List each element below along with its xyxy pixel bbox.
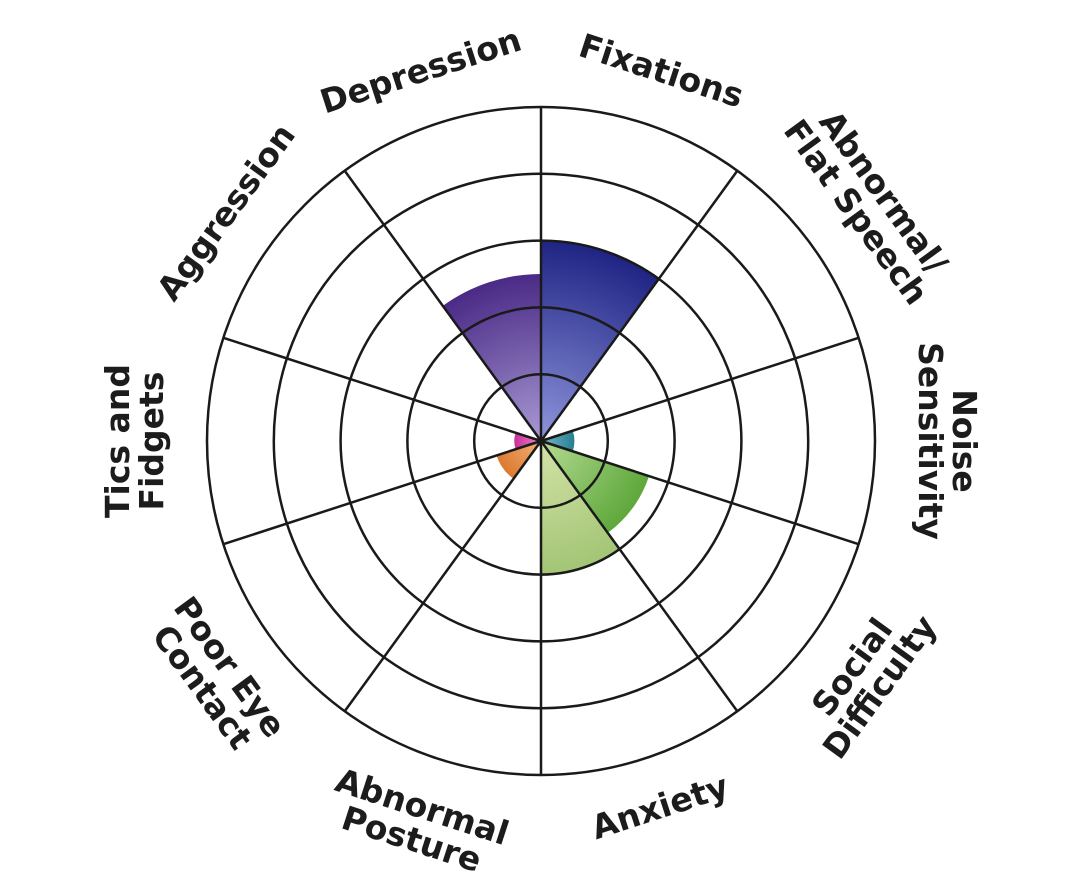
category-label-line: Sensitivity xyxy=(911,342,950,540)
category-label: Abnormal/Flat Speech xyxy=(776,92,964,312)
segment-anxiety xyxy=(541,441,620,575)
label-poor-eye-contact: Poor EyeContact xyxy=(139,589,294,764)
spoke-10 xyxy=(343,170,543,442)
category-label: Poor EyeContact xyxy=(139,589,294,764)
category-label-line: Noise xyxy=(945,389,984,493)
segment-depression xyxy=(442,274,541,441)
segment-noise-sensitivity xyxy=(541,430,575,452)
label-tics-and-fidgets: Tics andFidgets xyxy=(98,364,171,518)
label-fixations: Fixations xyxy=(574,26,748,116)
category-label-line: Anxiety xyxy=(587,766,733,847)
segment-social-difficulty xyxy=(541,441,649,533)
spoke-2 xyxy=(539,170,739,442)
label-noise-sensitivity: NoiseSensitivity xyxy=(911,342,984,540)
label-abnormal-posture: AbnormalPosture xyxy=(320,760,514,876)
spoke-5 xyxy=(539,440,739,712)
segment-tics-and-fidgets xyxy=(514,432,541,450)
spoke-9 xyxy=(222,336,542,443)
category-label-line: Fidgets xyxy=(132,372,171,511)
label-depression: Depression xyxy=(315,20,526,122)
spoke-8 xyxy=(222,439,542,546)
spoke-4 xyxy=(540,439,860,546)
category-label: AbnormalPosture xyxy=(320,760,513,876)
category-label: Depression xyxy=(315,20,526,122)
grid-layer xyxy=(205,105,877,777)
label-abnormal-flat-speech: Abnormal/Flat Speech xyxy=(776,92,964,312)
category-label-line: Aggression xyxy=(149,116,303,307)
label-aggression: Aggression xyxy=(149,116,303,307)
label-social-difficulty: SocialDifficulty xyxy=(787,588,945,766)
spoke-3 xyxy=(540,336,860,443)
category-label: Fixations xyxy=(574,26,748,116)
category-label: SocialDifficulty xyxy=(787,588,944,766)
category-label-line: Tics and xyxy=(98,364,137,518)
category-label: Aggression xyxy=(149,116,303,307)
spoke-7 xyxy=(343,440,543,712)
segments-layer xyxy=(442,240,659,575)
category-label-line: Fixations xyxy=(574,26,748,116)
label-anxiety: Anxiety xyxy=(587,766,733,847)
category-label-line: Depression xyxy=(315,20,526,122)
category-label: Anxiety xyxy=(587,766,733,847)
category-label: NoiseSensitivity xyxy=(911,342,984,540)
segment-poor-eye-contact xyxy=(496,441,541,479)
segment-fixations xyxy=(541,240,659,441)
category-label: Tics andFidgets xyxy=(98,364,171,518)
